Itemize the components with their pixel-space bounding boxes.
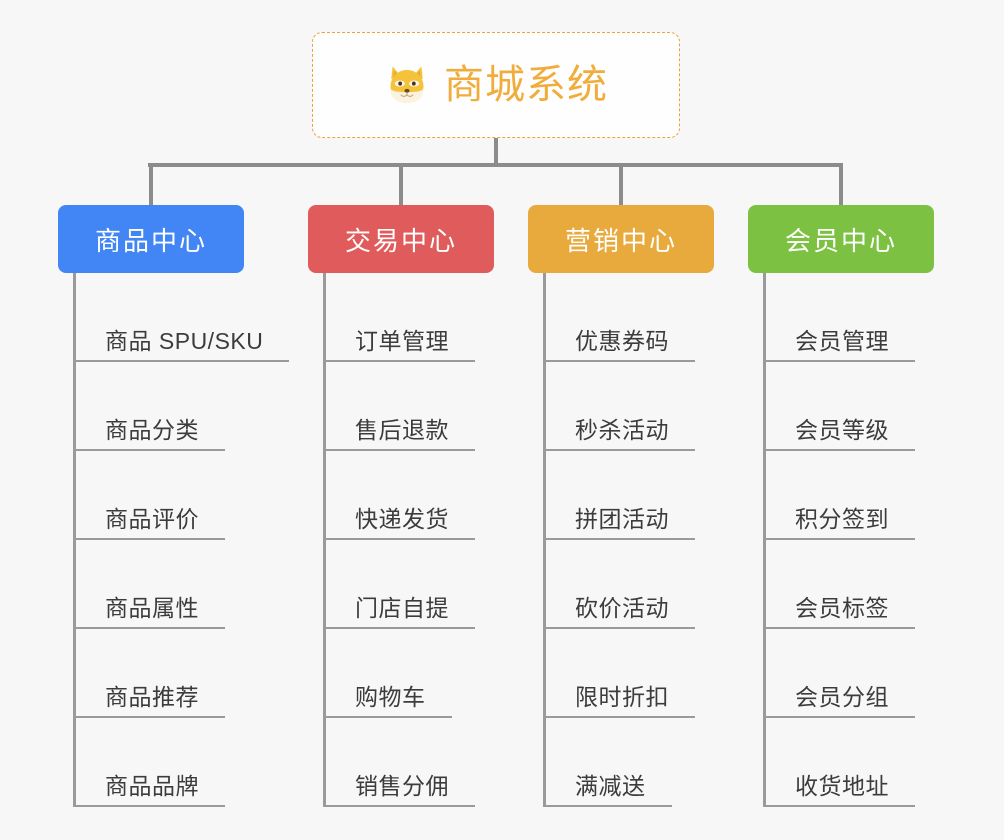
category-label: 会员中心 <box>784 225 897 256</box>
leaf-trunk-line <box>763 273 766 807</box>
leaf-item[interactable]: 商品品牌 <box>73 718 225 807</box>
leaf-item[interactable]: 商品推荐 <box>73 629 225 718</box>
connector-bus-bar <box>148 163 840 167</box>
category-label: 交易中心 <box>344 225 457 256</box>
category-box-3[interactable]: 营销中心 <box>528 205 714 273</box>
leaf-item[interactable]: 优惠券码 <box>543 273 695 362</box>
leaf-item[interactable]: 砍价活动 <box>543 540 695 629</box>
leaf-item-label: 满减送 <box>575 773 646 800</box>
connector-drop-3 <box>619 163 623 205</box>
leaf-item-label: 拼团活动 <box>575 506 669 533</box>
leaf-item[interactable]: 销售分佣 <box>323 718 475 807</box>
connector-root-stub <box>494 138 498 165</box>
leaf-item[interactable]: 会员分组 <box>763 629 915 718</box>
category-label: 营销中心 <box>564 225 677 256</box>
leaf-item-label: 积分签到 <box>795 506 889 533</box>
leaf-item[interactable]: 积分签到 <box>763 451 915 540</box>
connector-drop-1 <box>149 163 153 205</box>
leaf-item-label: 门店自提 <box>355 595 449 622</box>
leaf-trunk-line <box>543 273 546 807</box>
leaf-item[interactable]: 快递发货 <box>323 451 475 540</box>
leaf-item[interactable]: 商品评价 <box>73 451 225 540</box>
leaf-item-label: 销售分佣 <box>355 773 449 800</box>
category-box-1[interactable]: 商品中心 <box>58 205 244 273</box>
leaf-item-label: 商品 SPU/SKU <box>105 328 264 355</box>
leaf-item[interactable]: 拼团活动 <box>543 451 695 540</box>
leaf-item-label: 购物车 <box>355 684 426 711</box>
leaf-item-label: 秒杀活动 <box>575 417 669 444</box>
leaf-item-label: 商品品牌 <box>105 773 199 800</box>
leaf-item[interactable]: 门店自提 <box>323 540 475 629</box>
leaf-item-label: 商品推荐 <box>105 684 199 711</box>
leaf-item-label: 商品属性 <box>105 595 199 622</box>
leaf-item[interactable]: 会员等级 <box>763 362 915 451</box>
leaf-item-label: 会员分组 <box>795 684 889 711</box>
leaf-item-label: 会员等级 <box>795 417 889 444</box>
leaf-item[interactable]: 订单管理 <box>323 273 475 362</box>
leaf-item-label: 商品分类 <box>105 417 199 444</box>
category-label: 商品中心 <box>94 225 207 256</box>
leaf-item-label: 收货地址 <box>795 773 889 800</box>
leaf-item-label: 优惠券码 <box>575 328 669 355</box>
leaf-item-label: 快递发货 <box>355 506 449 533</box>
leaf-item[interactable]: 会员管理 <box>763 273 915 362</box>
leaf-item[interactable]: 秒杀活动 <box>543 362 695 451</box>
leaf-item[interactable]: 限时折扣 <box>543 629 695 718</box>
leaf-item[interactable]: 商品 SPU/SKU <box>73 273 289 362</box>
shiba-dog-face-icon <box>390 66 424 103</box>
leaf-item-label: 会员管理 <box>795 328 889 355</box>
leaf-item[interactable]: 购物车 <box>323 629 452 718</box>
connector-drop-2 <box>399 163 403 205</box>
leaf-item[interactable]: 满减送 <box>543 718 672 807</box>
root-node-shop-system[interactable]: 商城系统 <box>312 32 680 138</box>
leaf-trunk-line <box>323 273 326 807</box>
leaf-item[interactable]: 商品属性 <box>73 540 225 629</box>
connector-drop-4 <box>839 163 843 205</box>
leaf-item[interactable]: 会员标签 <box>763 540 915 629</box>
leaf-item[interactable]: 收货地址 <box>763 718 915 807</box>
leaf-trunk-line <box>73 273 76 807</box>
leaf-item-label: 售后退款 <box>355 417 449 444</box>
leaf-item-label: 砍价活动 <box>575 595 669 622</box>
leaf-item-label: 商品评价 <box>105 506 199 533</box>
leaf-item-label: 订单管理 <box>355 328 449 355</box>
leaf-item-label: 限时折扣 <box>575 684 669 711</box>
category-box-4[interactable]: 会员中心 <box>748 205 934 273</box>
leaf-item[interactable]: 售后退款 <box>323 362 475 451</box>
leaf-item[interactable]: 商品分类 <box>73 362 225 451</box>
leaf-item-label: 会员标签 <box>795 595 889 622</box>
root-node-title: 商城系统 <box>444 63 608 107</box>
category-box-2[interactable]: 交易中心 <box>308 205 494 273</box>
